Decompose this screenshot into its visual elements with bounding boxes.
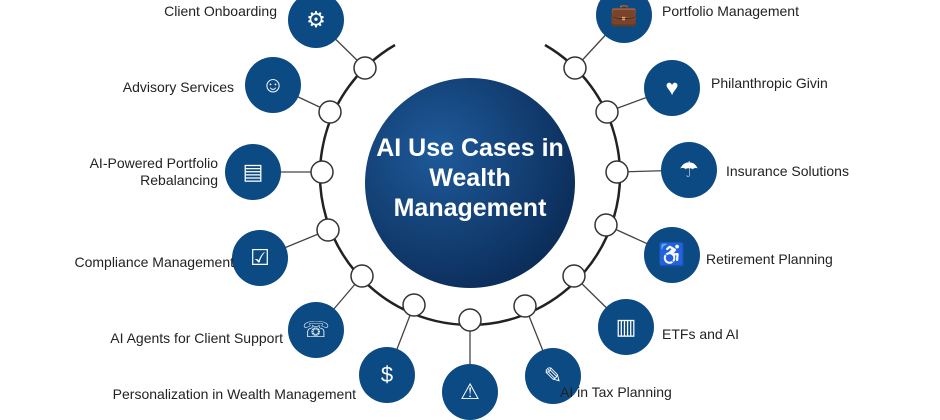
team-gear-icon: ⚙ — [288, 0, 344, 48]
junction-dot — [562, 264, 586, 288]
use-case-label: Insurance Solutions — [726, 163, 849, 179]
connector-diagram — [253, 14, 690, 392]
advisor-icon: ☺ — [245, 57, 301, 113]
junction-dot — [316, 218, 340, 242]
tax-document-icon: ✎ — [525, 348, 581, 404]
use-case-label: AI Agents for Client Support — [110, 330, 283, 346]
junction-dot — [402, 293, 426, 317]
junction-dot — [563, 56, 587, 80]
hand-assets-icon: $ — [359, 347, 415, 403]
junction-dot — [513, 294, 537, 318]
use-case-label: Advisory Services — [122, 79, 234, 95]
use-case-label: Portfolio Management — [662, 3, 799, 19]
use-case-label: AI-Powered Portfolio Rebalancing — [89, 155, 218, 188]
use-case-label: ETFs and AI — [662, 326, 740, 342]
junction-dot — [458, 308, 482, 332]
center-title: AI Use Cases in Wealth Management — [376, 134, 564, 222]
support-agent-icon: ☏ — [288, 302, 344, 358]
use-case-label: Client Onboarding — [164, 3, 277, 19]
briefcase-gear-icon: 💼 — [596, 0, 652, 43]
use-case-label: Compliance Management — [74, 254, 234, 270]
use-case-label: AI in Tax Planning — [560, 384, 672, 400]
use-case-label: Personalization in Wealth Management — [112, 386, 356, 402]
junction-dot — [353, 56, 377, 80]
checklist-warning-icon: ☑ — [232, 230, 288, 286]
junction-dot — [595, 100, 619, 124]
umbrella-icon: ☂ — [661, 142, 717, 198]
checklist-alert-icon: ⚠ — [442, 364, 498, 420]
use-case-label: Retirement Planning — [706, 251, 833, 267]
junction-dot — [318, 100, 342, 124]
junction-dot — [605, 160, 629, 184]
heart-hand-icon: ♥ — [644, 60, 700, 116]
junction-dot — [350, 264, 374, 288]
center-circle — [365, 78, 575, 288]
rocking-chair-icon: ♿ — [644, 227, 700, 283]
etf-chart-icon: ▥ — [598, 299, 654, 355]
junction-dot — [594, 213, 618, 237]
use-case-label: Philanthropic Givin — [711, 75, 828, 91]
junction-dot — [310, 160, 334, 184]
folder-icon: ▤ — [225, 144, 281, 200]
